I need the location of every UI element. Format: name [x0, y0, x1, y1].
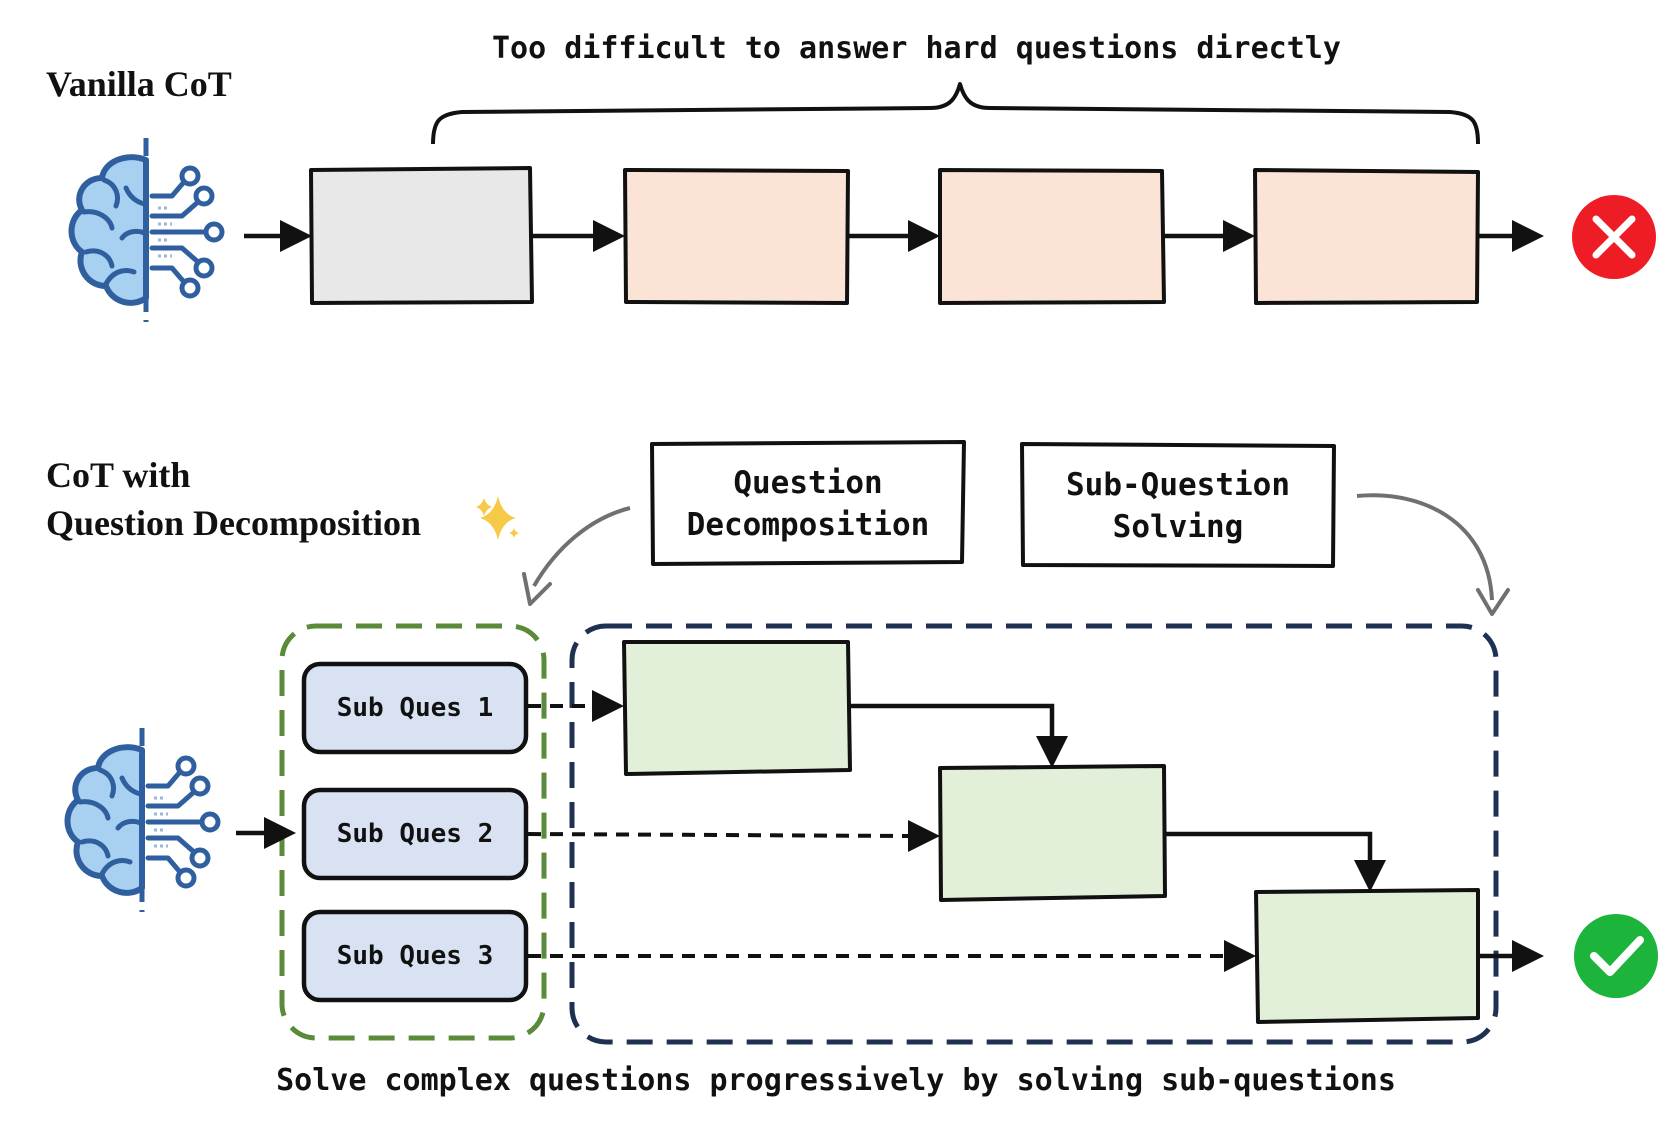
sub-question-1-label: Sub Ques 1 [337, 693, 494, 723]
decomposition-label-line1: Question [733, 465, 882, 501]
solving-label-line2: Solving [1113, 509, 1244, 545]
curly-brace [431, 82, 1480, 145]
vanilla-arrows [244, 220, 1544, 252]
brain-circuit-icon [68, 728, 219, 912]
solving-group [569, 623, 1499, 1045]
brain-circuit-icon [72, 138, 223, 322]
brace-label: Too difficult to answer hard questions d… [492, 31, 1341, 66]
sub-question-1 [301, 661, 529, 755]
decomposition-label-box [650, 440, 966, 566]
vanilla-title: Vanilla CoT [46, 64, 232, 104]
solving-step-1 [622, 640, 852, 776]
decomp-title-line1: CoT with [46, 455, 190, 495]
solving-step-3 [1254, 888, 1480, 1024]
sub-question-3-label: Sub Ques 3 [337, 941, 494, 971]
solving-label-box [1020, 442, 1336, 568]
vanilla-step-3 [938, 168, 1166, 305]
decomp-title-line2: Question Decomposition [46, 503, 421, 543]
sparkle-icon [476, 496, 519, 540]
vanilla-step-2 [623, 168, 850, 305]
vanilla-step-4 [1253, 168, 1480, 305]
sub-question-3 [301, 909, 529, 1003]
decomposition-pointer-arrow [522, 506, 631, 606]
sub-question-connectors [527, 690, 1256, 972]
solving-flow-arrows [850, 703, 1544, 972]
fail-x-icon [1572, 195, 1656, 279]
solving-label-line1: Sub-Question [1066, 467, 1290, 503]
vanilla-step-1 [309, 166, 534, 305]
input-arrow [236, 817, 296, 849]
caption: Solve complex questions progressively by… [276, 1063, 1396, 1098]
sub-question-2 [301, 787, 529, 881]
decomposition-label-line2: Decomposition [687, 507, 930, 543]
success-check-icon [1574, 914, 1658, 998]
solving-pointer-arrow [1356, 493, 1510, 616]
sub-question-2-label: Sub Ques 2 [337, 819, 494, 849]
solving-step-2 [938, 764, 1167, 902]
